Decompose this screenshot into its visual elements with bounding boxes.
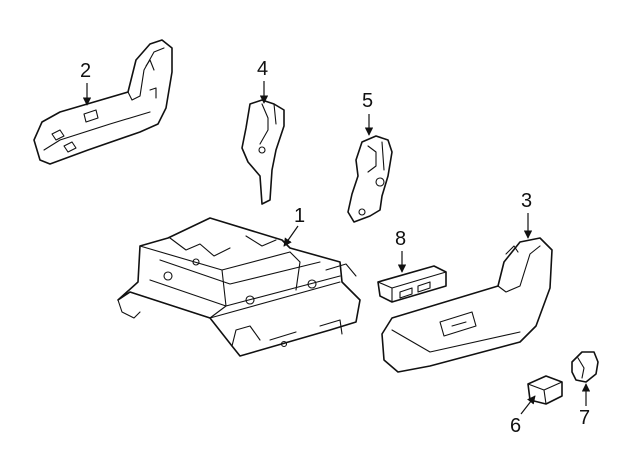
part-7-knob: [571, 351, 599, 383]
part-8-switch: [377, 265, 447, 303]
part-2-left-side-shield: [33, 39, 173, 165]
part-1-adjuster-frame: [117, 217, 361, 357]
callout-2: 2: [80, 60, 91, 82]
leader-1: [283, 225, 299, 247]
leader-6: [520, 395, 536, 415]
callout-3: 3: [521, 190, 532, 212]
callout-1: 1: [294, 205, 305, 227]
leader-lines: [82, 81, 591, 415]
callout-8: 8: [395, 228, 406, 250]
callout-5: 5: [362, 90, 373, 112]
part-5-bracket: [347, 135, 393, 223]
callout-7: 7: [579, 407, 590, 429]
callout-4: 4: [257, 58, 268, 80]
part-6-knob: [527, 375, 563, 405]
callout-6: 6: [510, 415, 521, 437]
part-3-right-side-shield: [381, 237, 553, 373]
callout-labels: 2 4 5 1 8 3 6 7: [80, 58, 590, 437]
part-4-bracket: [241, 99, 285, 205]
